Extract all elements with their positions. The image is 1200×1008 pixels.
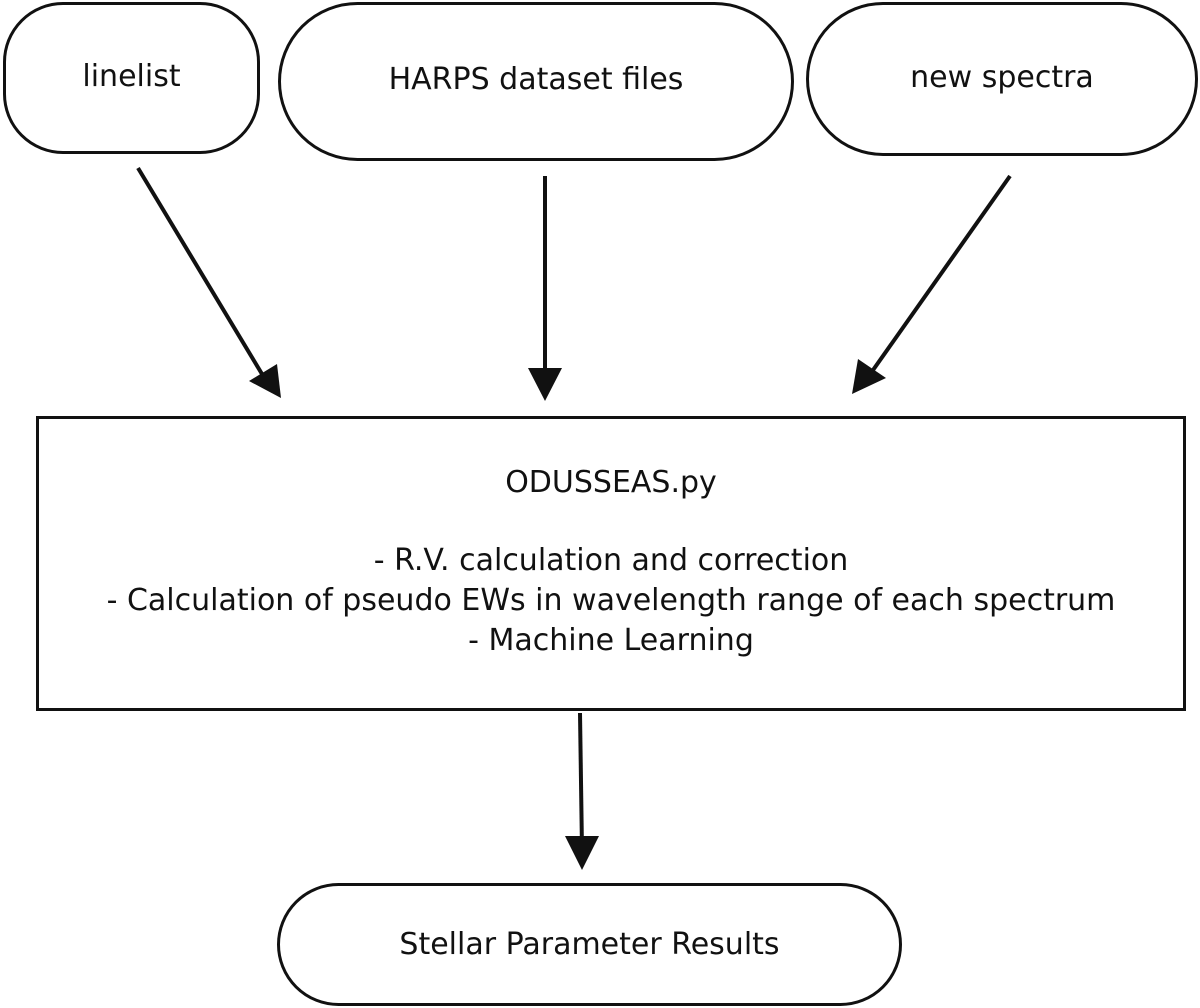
new-spectra-node: new spectra xyxy=(806,2,1198,156)
harps-dataset-label: HARPS dataset files xyxy=(388,62,684,97)
stellar-results-label: Stellar Parameter Results xyxy=(399,927,780,962)
process-title: ODUSSEAS.py xyxy=(505,465,717,500)
arrow-linelist-to-process xyxy=(136,166,281,398)
arrow-process-to-results xyxy=(565,712,599,870)
process-step-pseudo-ews: - Calculation of pseudo EWs in wavelengt… xyxy=(106,583,1116,618)
new-spectra-label: new spectra xyxy=(910,59,1094,95)
process-step-rv: - R.V. calculation and correction xyxy=(373,543,849,578)
stellar-results-node: Stellar Parameter Results xyxy=(277,883,902,1006)
arrow-harps-to-process xyxy=(528,176,562,401)
process-step-machine-learning: - Machine Learning xyxy=(468,623,754,658)
odusseas-process-box: ODUSSEAS.py - R.V. calculation and corre… xyxy=(36,416,1186,711)
arrow-spectra-to-process xyxy=(852,174,1012,394)
linelist-node: linelist xyxy=(3,2,260,154)
harps-dataset-node: HARPS dataset files xyxy=(278,2,794,161)
linelist-label: linelist xyxy=(82,58,181,94)
